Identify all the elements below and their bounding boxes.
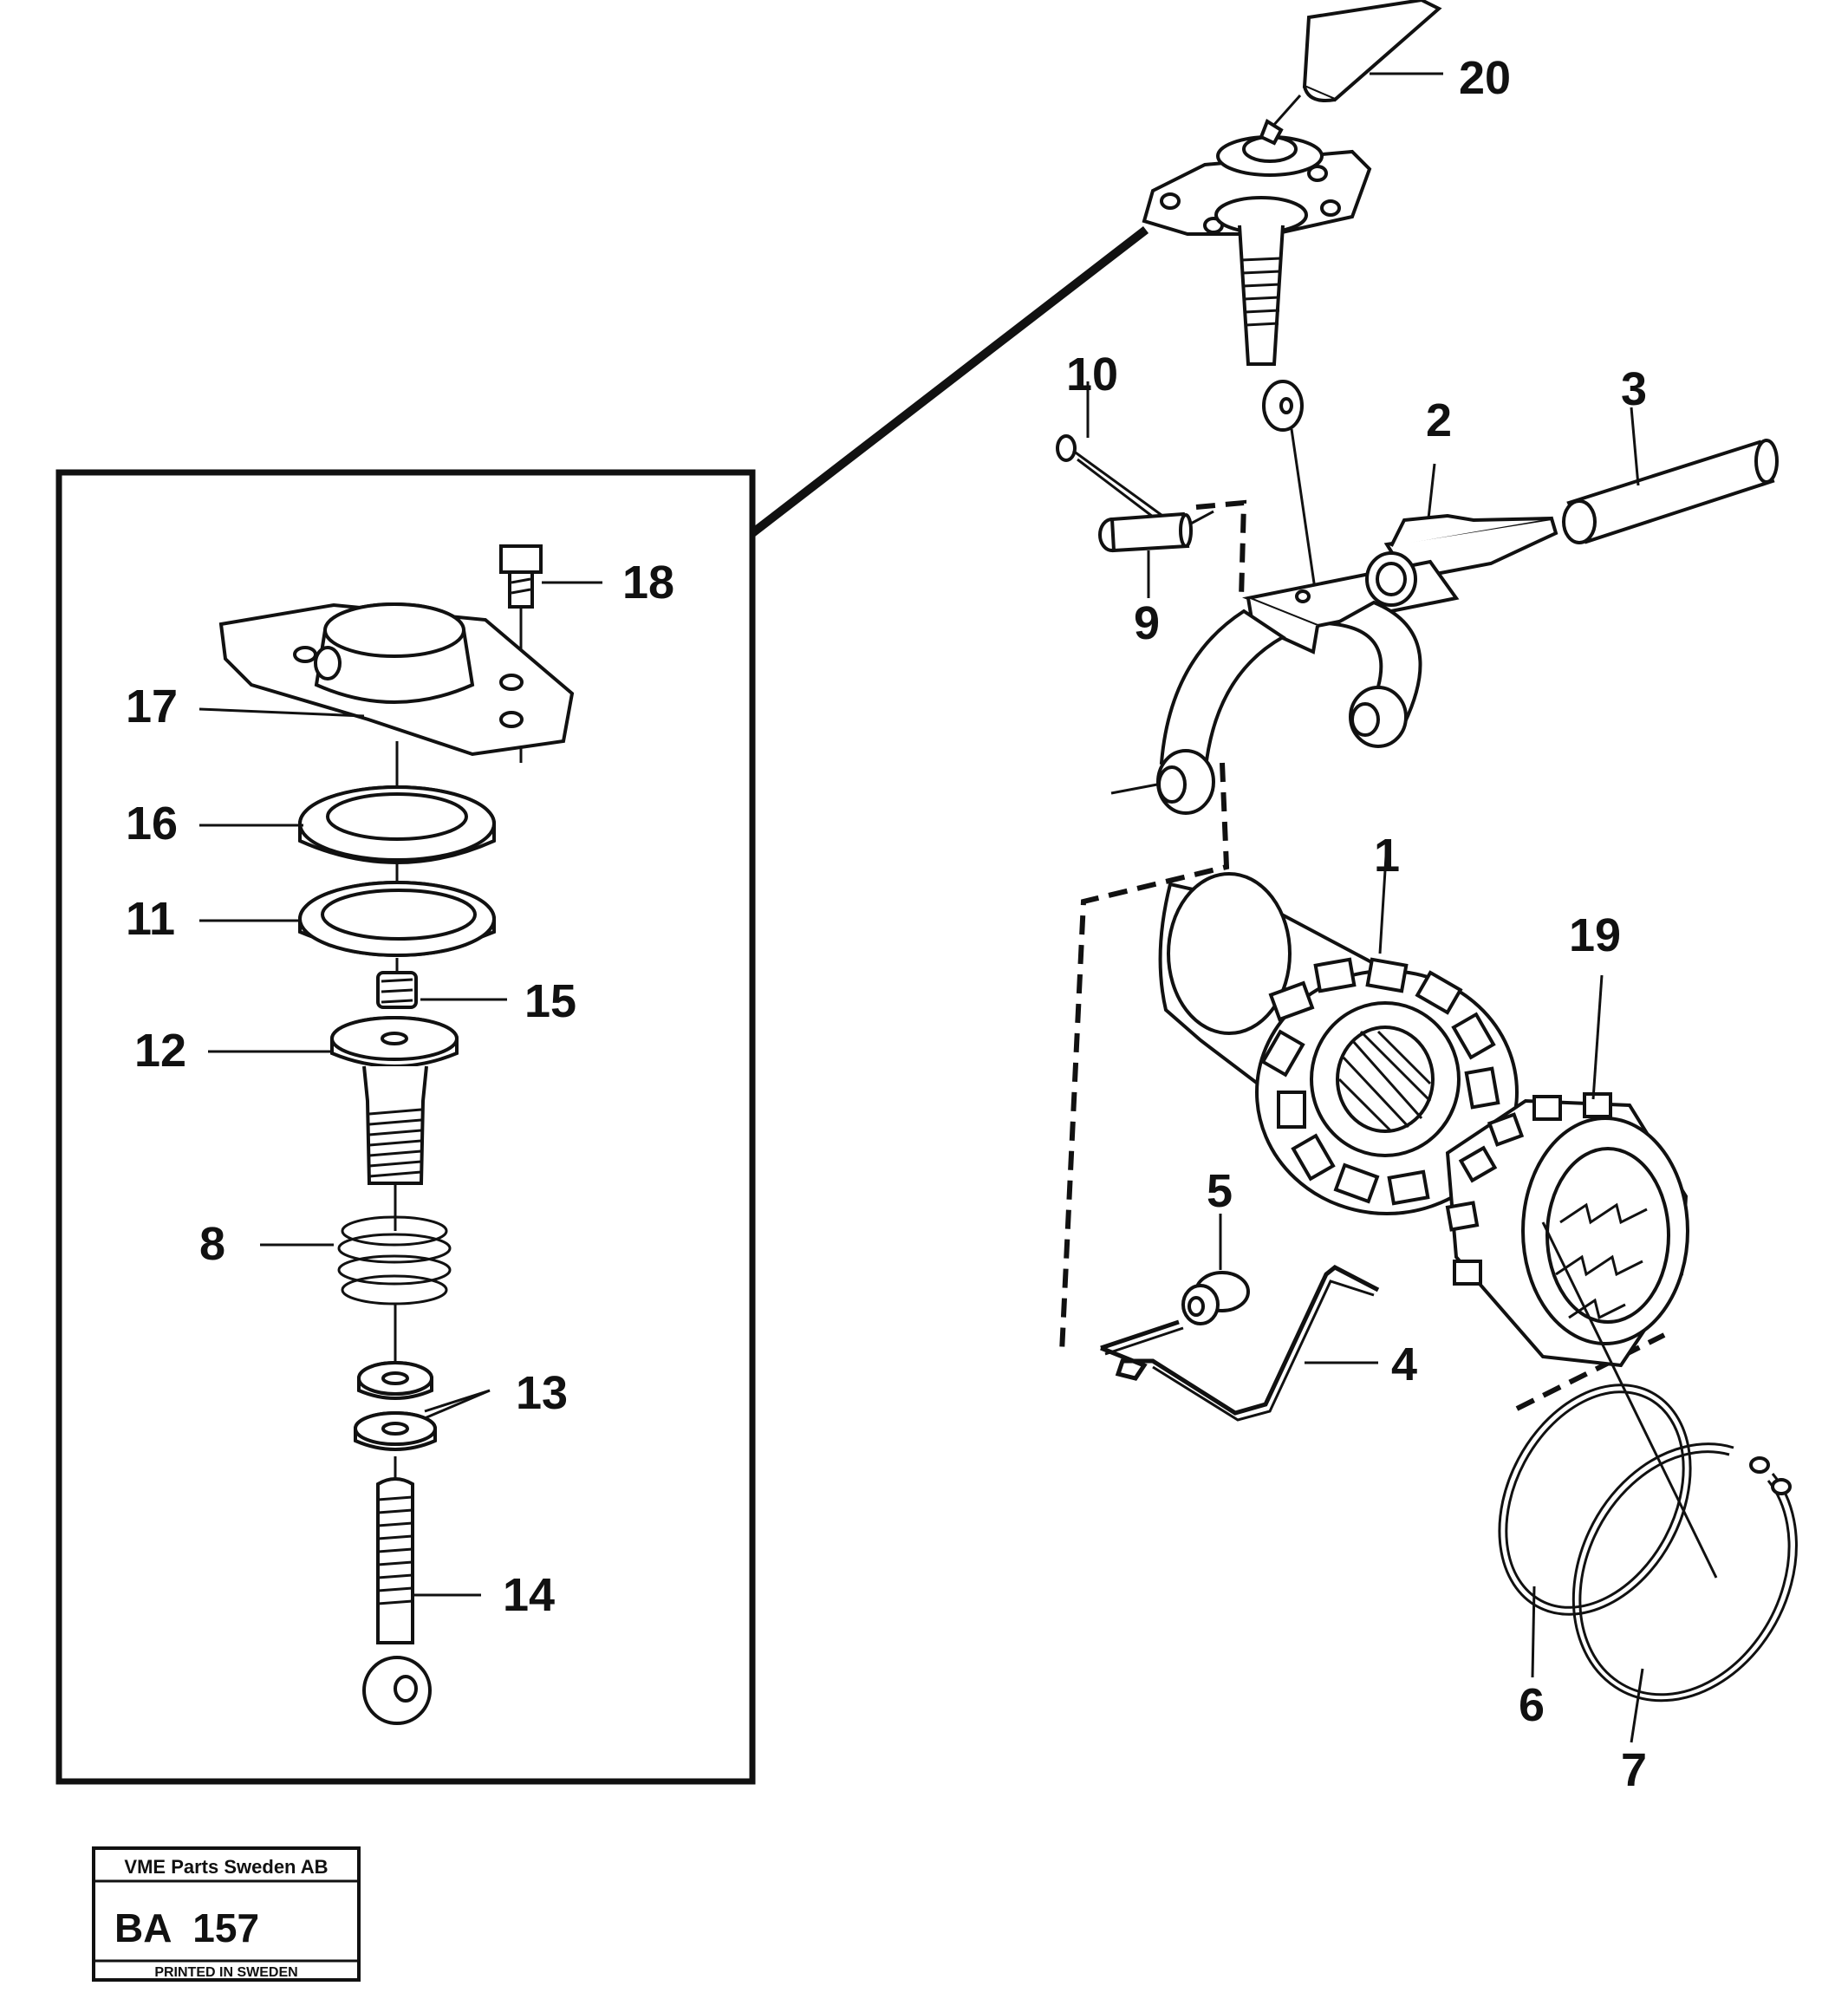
- part-13-nuts: [354, 1361, 491, 1478]
- part-labels: 20 10 2 3 9 18 17 16 11 15 12 8 13 14 1 …: [126, 52, 1647, 1796]
- label-1: 1: [1374, 830, 1400, 882]
- part-20-cable: [1264, 0, 1443, 135]
- label-20: 20: [1459, 52, 1511, 104]
- part-11-seal-ring: [199, 881, 496, 975]
- label-11: 11: [126, 893, 175, 945]
- part-15-set-screw: [376, 971, 507, 1009]
- part-6-ring: [1498, 1384, 1692, 1678]
- label-2: 2: [1426, 394, 1452, 446]
- label-3: 3: [1621, 363, 1647, 415]
- part-14-eye-rod: [362, 1477, 481, 1725]
- shift-fork: [1110, 551, 1460, 815]
- detail-inset: [55, 226, 1149, 1785]
- stamp-code: BA 157: [114, 1905, 259, 1950]
- label-18: 18: [622, 557, 674, 609]
- control-mount: [1142, 119, 1372, 608]
- part-19-gear-ring: [1445, 974, 1718, 1579]
- assembly-dashed-line: [1195, 499, 1247, 599]
- part-5-nipple: [1181, 1214, 1250, 1325]
- label-15: 15: [524, 975, 576, 1027]
- label-13: 13: [516, 1367, 568, 1419]
- label-17: 17: [126, 680, 178, 733]
- label-19: 19: [1569, 909, 1621, 961]
- label-16: 16: [126, 798, 178, 850]
- label-12: 12: [134, 1025, 186, 1077]
- part-7-circlip: [1571, 1442, 1798, 1743]
- part-16-cap: [199, 785, 496, 902]
- label-7: 7: [1621, 1744, 1647, 1796]
- part-4-wire-clip: [1100, 1265, 1380, 1422]
- part-12-spindle: [208, 1016, 459, 1231]
- label-14: 14: [503, 1569, 555, 1621]
- part-2-lever: [1383, 463, 1558, 582]
- label-4: 4: [1391, 1338, 1417, 1390]
- label-8: 8: [199, 1218, 225, 1270]
- stamp-printed: PRINTED IN SWEDEN: [154, 1965, 297, 1980]
- stamp-box: VME Parts Sweden AB BA 157 PRINTED IN SW…: [92, 1846, 361, 1982]
- part-9-clevis-pin: [1098, 510, 1214, 598]
- part-8-spring: [260, 1215, 452, 1365]
- part-3-shaft: [1562, 407, 1779, 544]
- label-6: 6: [1519, 1679, 1545, 1731]
- label-5: 5: [1207, 1165, 1233, 1217]
- label-9: 9: [1134, 597, 1160, 649]
- assembly-dashed-line: [1059, 762, 1230, 1353]
- part-10-cotter-pin: [1056, 381, 1175, 535]
- part-17-cover-plate: [198, 602, 575, 802]
- stamp-company: VME Parts Sweden AB: [124, 1856, 328, 1878]
- label-10: 10: [1066, 348, 1118, 400]
